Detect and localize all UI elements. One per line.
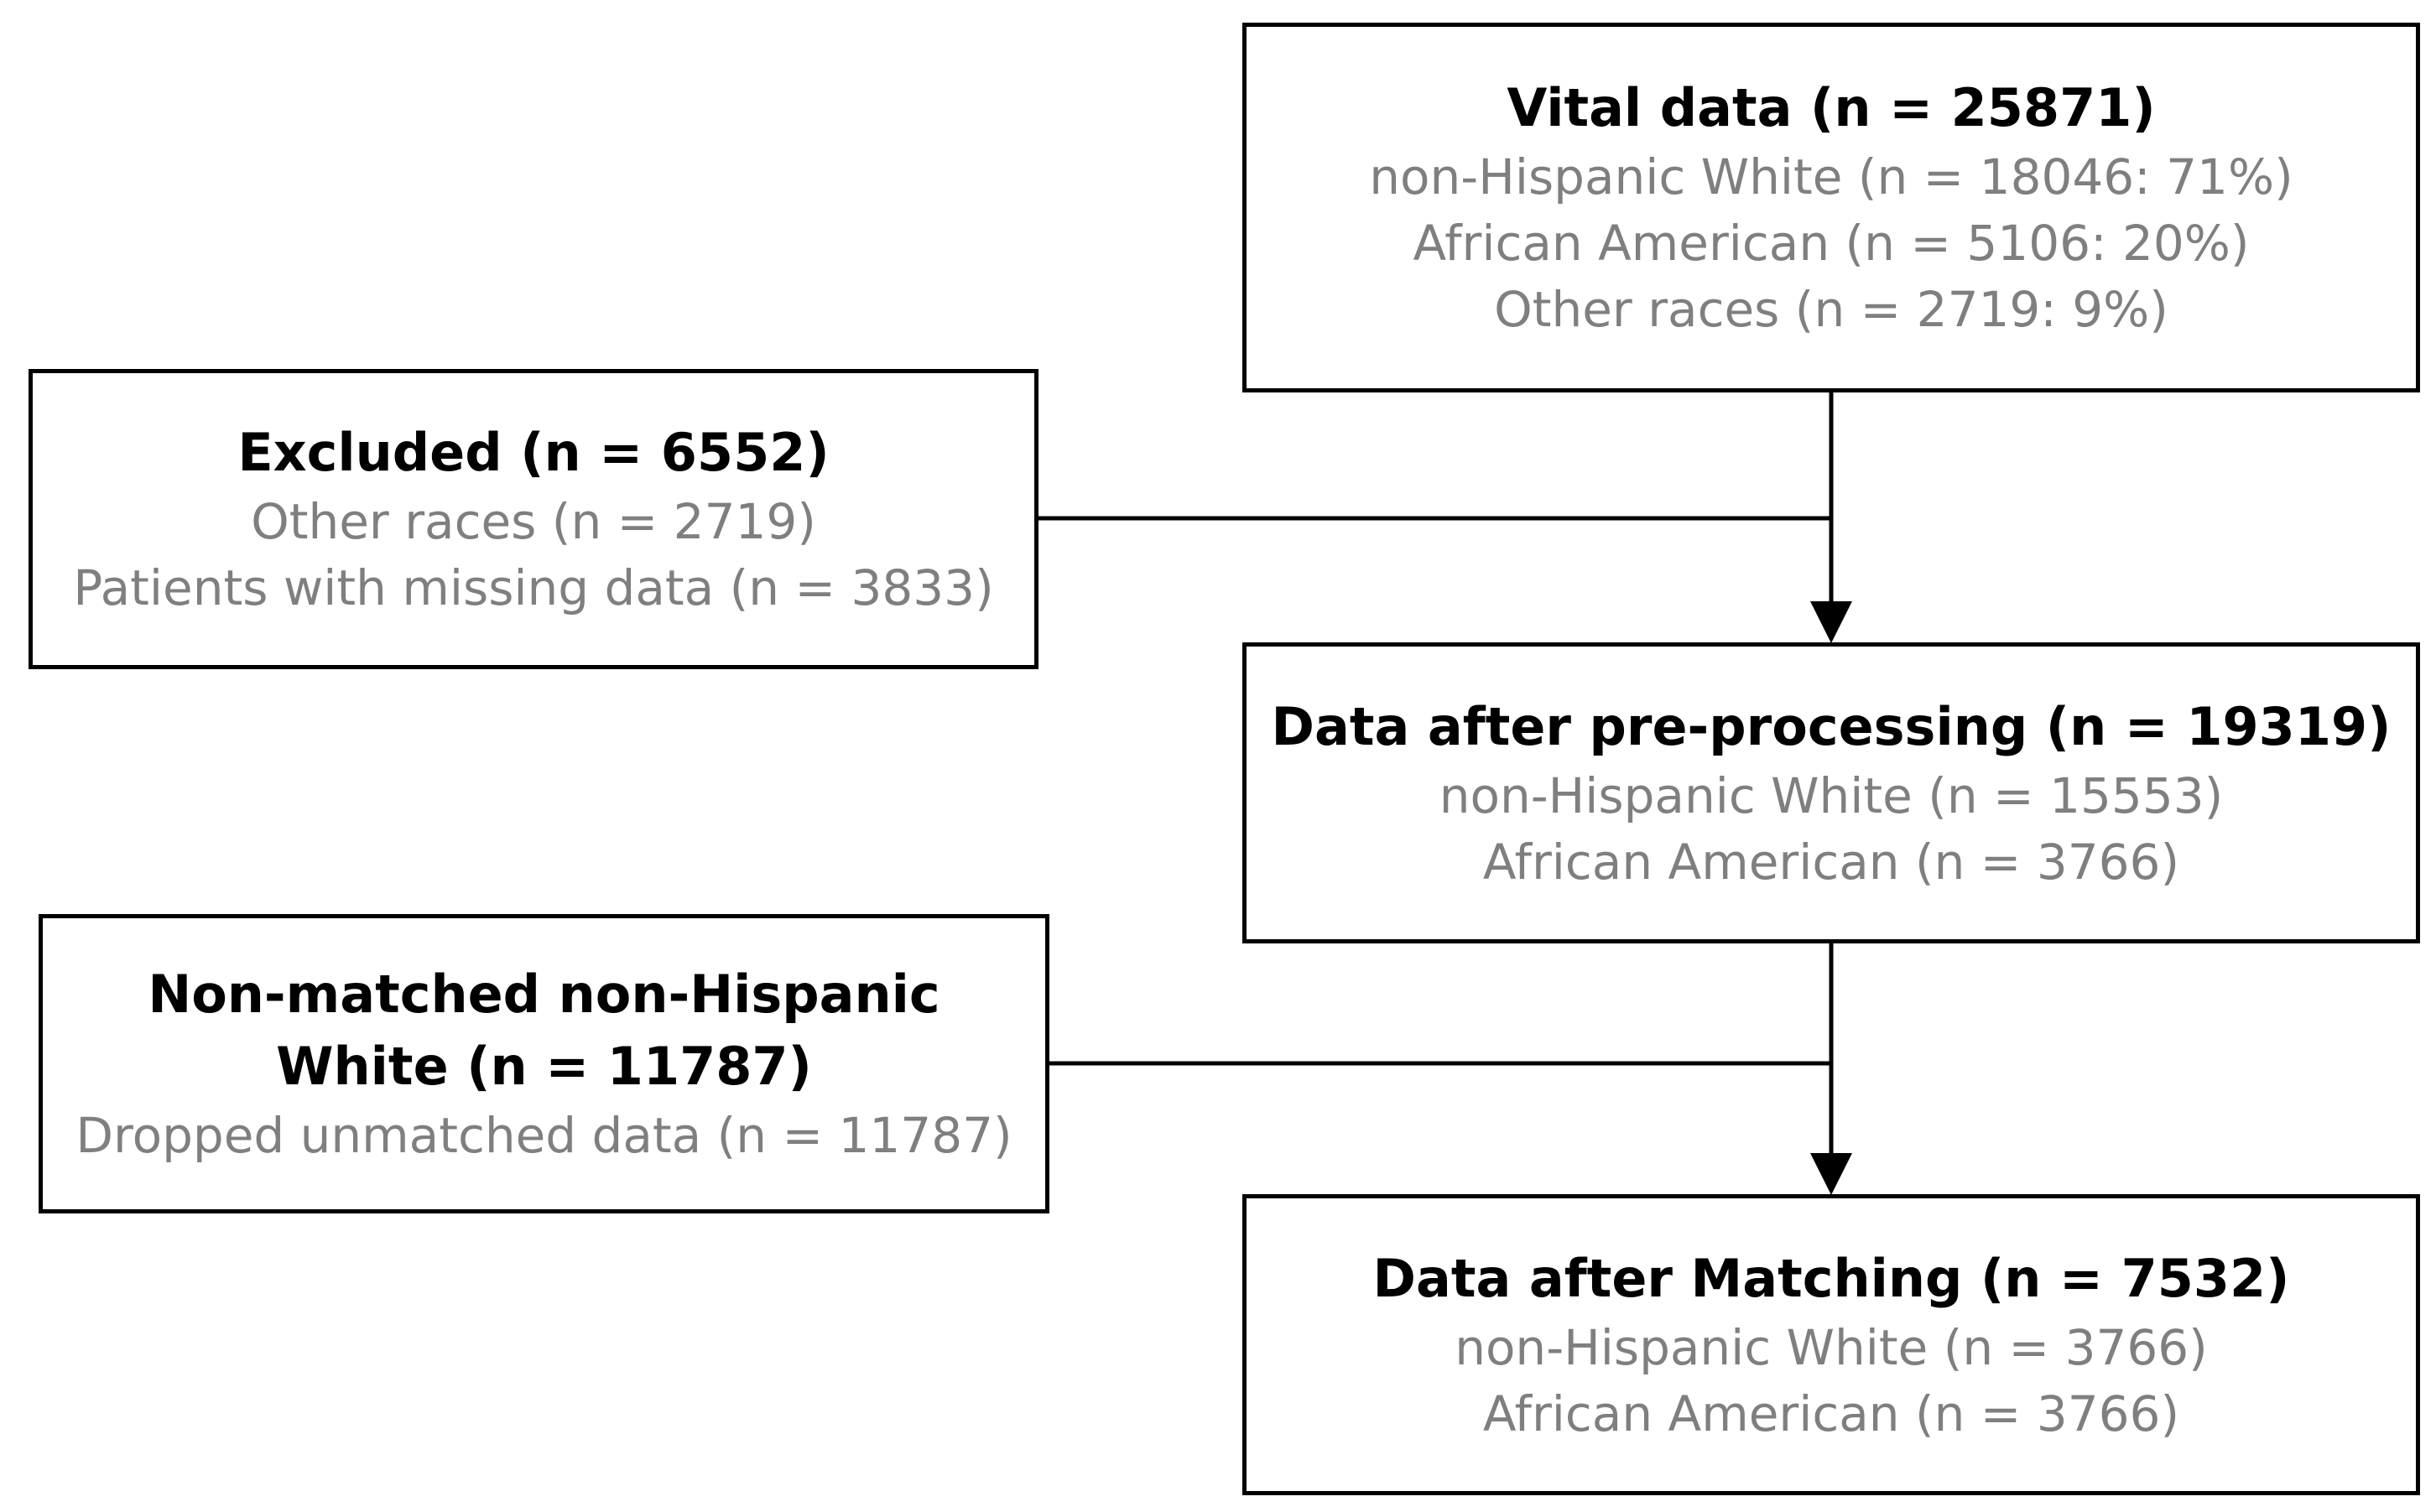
matching-title: Data after Matching (n = 7532) (1372, 1247, 2290, 1309)
excluded-box: Excluded (n = 6552) Other races (n = 271… (29, 369, 1038, 669)
excluded-title: Excluded (n = 6552) (237, 422, 830, 483)
nonmatched-title-line-2: White (n = 11787) (276, 1036, 812, 1097)
nonmatched-line-1: Dropped unmatched data (n = 11787) (75, 1107, 1012, 1164)
matching-line-1: non-Hispanic White (n = 3766) (1455, 1318, 2208, 1376)
nonmatched-box: Non-matched non-Hispanic White (n = 1178… (39, 914, 1049, 1213)
vital-data-line-1: non-Hispanic White (n = 18046: 71%) (1369, 148, 2293, 205)
excluded-line-2: Patients with missing data (n = 3833) (73, 559, 994, 616)
preprocessing-box: Data after pre-processing (n = 19319) no… (1242, 642, 2420, 943)
matching-line-2: African American (n = 3766) (1482, 1385, 2180, 1442)
vital-data-box: Vital data (n = 25871) non-Hispanic Whit… (1242, 23, 2420, 392)
vital-data-line-2: African American (n = 5106: 20%) (1413, 215, 2250, 272)
excluded-line-1: Other races (n = 2719) (251, 493, 816, 550)
preprocessing-line-1: non-Hispanic White (n = 15553) (1439, 766, 2224, 824)
matching-box: Data after Matching (n = 7532) non-Hispa… (1242, 1194, 2420, 1495)
vital-data-title: Vital data (n = 25871) (1507, 77, 2156, 138)
preprocessing-line-2: African American (n = 3766) (1482, 833, 2180, 891)
vital-data-line-3: Other races (n = 2719: 9%) (1494, 281, 2168, 338)
preprocessing-title: Data after pre-processing (n = 19319) (1271, 695, 2392, 757)
nonmatched-title-line-1: Non-matched non-Hispanic (148, 964, 940, 1025)
